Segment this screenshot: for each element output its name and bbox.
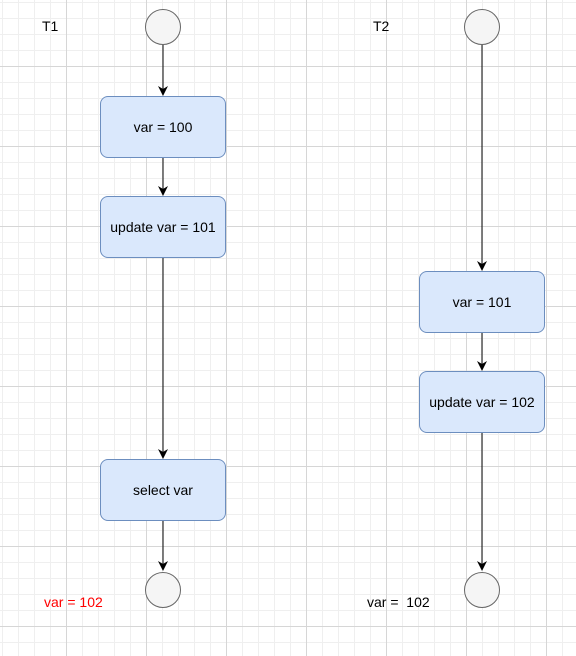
t1-label: T1 (42, 18, 59, 34)
t2-start-node[interactable] (464, 9, 500, 45)
t1-end-node[interactable] (145, 572, 181, 608)
t2-label: T2 (373, 18, 390, 34)
t1-start-node[interactable] (145, 9, 181, 45)
t1-result-text: var = 102 (44, 594, 103, 610)
t1-box-var-100[interactable]: var = 100 (100, 96, 226, 158)
t1-box-update-101[interactable]: update var = 101 (100, 196, 226, 258)
t2-end-node[interactable] (464, 572, 500, 608)
t1-box-select[interactable]: select var (100, 459, 226, 521)
t2-box-var-101[interactable]: var = 101 (419, 271, 545, 333)
t2-result-text: var = 102 (367, 594, 430, 610)
t2-box-update-102[interactable]: update var = 102 (419, 371, 545, 433)
